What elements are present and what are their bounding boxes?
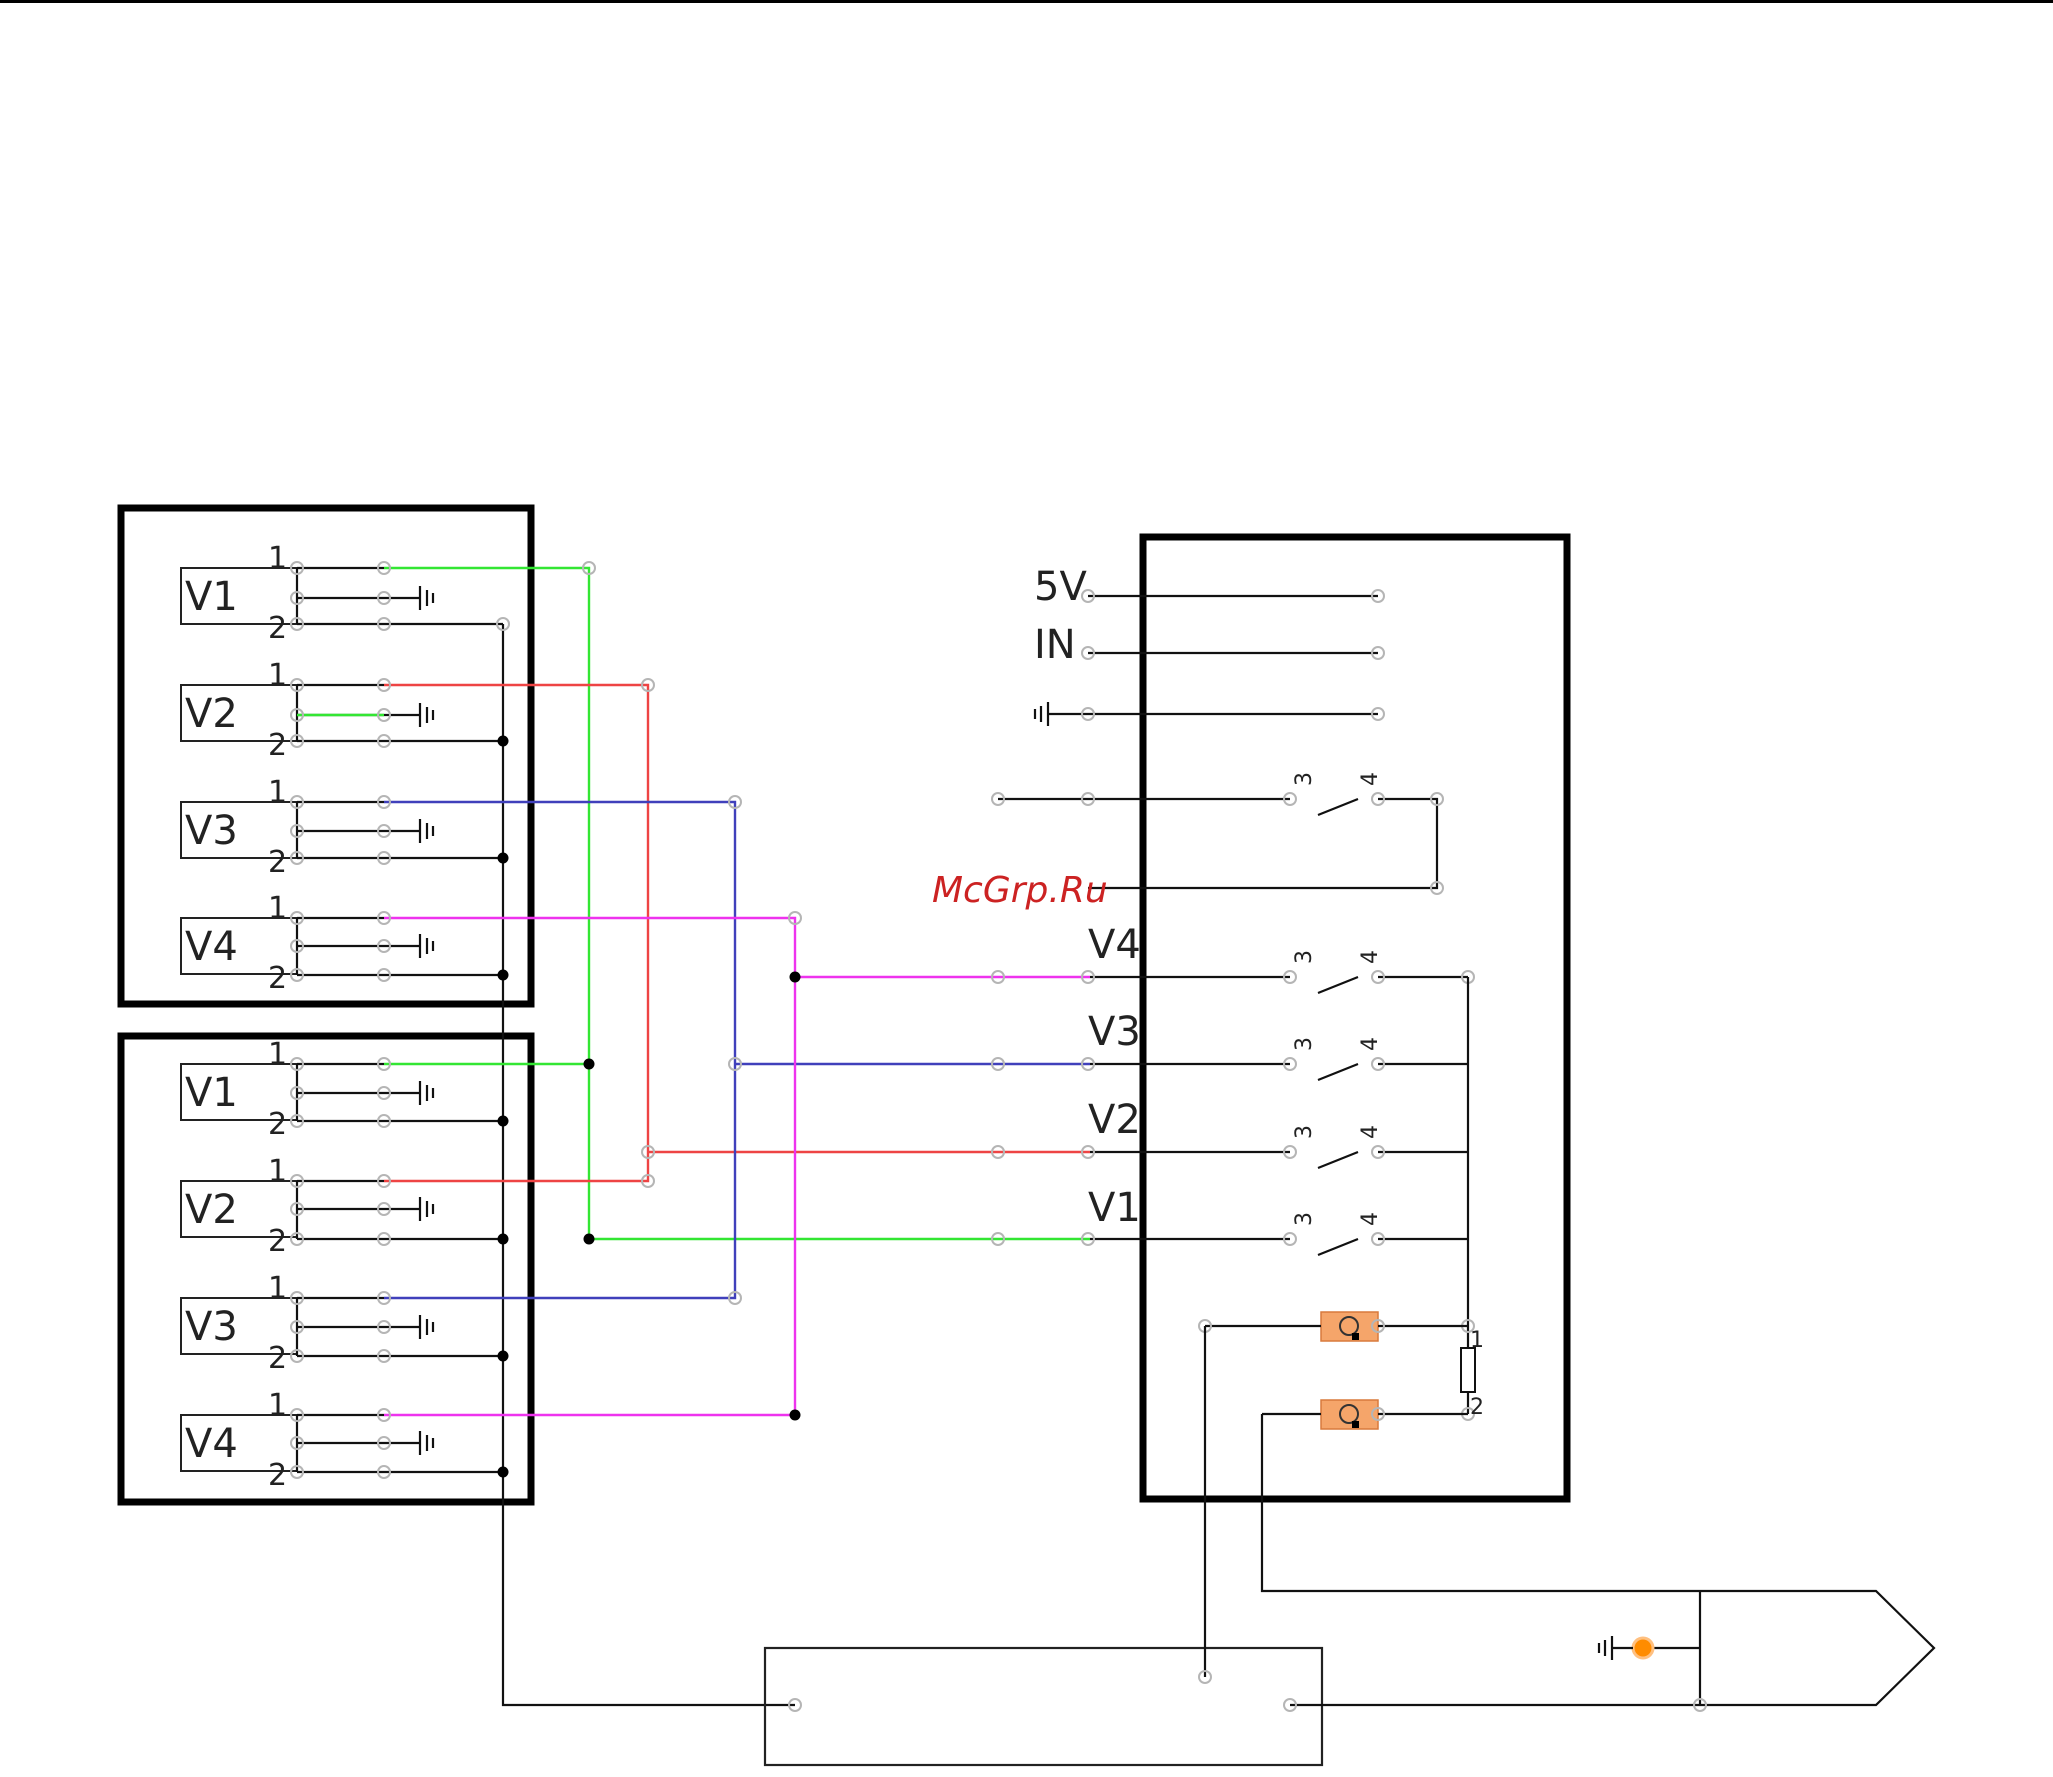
ground-icon [420,586,433,610]
channel-v4: V4 3 4 [992,922,1474,993]
wire-v2 [384,685,1090,1181]
pin-label: 2 [268,961,287,996]
connector-2 [1262,1400,1468,1429]
valve-block-1: V1 1 2 V2 1 2 V3 1 2 V4 1 2 [181,541,297,996]
pin-label: 1 [268,1154,287,1189]
valve-v4: V4 1 2 [181,891,297,996]
valve-label: V2 [185,691,238,737]
switch-pin-4: 4 [1358,772,1383,786]
wire-v4 [384,918,1090,1415]
ground-icon [420,1431,433,1455]
valve-label: V4 [185,1421,238,1467]
controller-inputs: 5V IN [1034,564,1384,726]
indicator-lamp [1599,1636,1700,1660]
channel-label: V4 [1088,922,1141,968]
pin-label: 2 [268,845,287,880]
valve-v3: V3 1 2 [181,1271,297,1376]
ground-icon [1035,702,1088,726]
probe-outline [1694,1591,1934,1711]
pin-label: 2 [268,1458,287,1493]
input-label-5v: 5V [1034,564,1087,610]
fuse: 1 2 [1461,1320,1484,1420]
pin-label: 1 [268,1037,287,1072]
ground-icon [420,819,433,843]
pin-label: 2 [268,1107,287,1142]
pin-label: 2 [268,611,287,646]
ground-icon [420,1081,433,1105]
switch-pin-4: 4 [1358,1037,1383,1051]
channel-label: V1 [1088,1185,1141,1231]
pin-label: 1 [268,775,287,810]
fuse-pin-2: 2 [1470,1395,1484,1420]
ground-icon [420,1197,433,1221]
pin-label: 1 [268,891,287,926]
watermark: McGrp.Ru [932,870,1108,911]
valve-pin-wiring [297,568,503,1472]
terminal-circles [291,562,801,1478]
controller-frame [1143,537,1567,1499]
switch-pin-3: 3 [1292,1212,1317,1226]
pin-label: 1 [268,541,287,576]
fuse-pin-1: 1 [1470,1328,1484,1353]
valve-v3: V3 1 2 [181,775,297,880]
valve-label: V1 [185,574,238,620]
ground-icon [420,1315,433,1339]
valve-v2: V2 1 2 [181,1154,297,1259]
valve-v1: V1 1 2 [181,1037,297,1142]
pin-label: 2 [268,1341,287,1376]
switch-pin-4: 4 [1358,1125,1383,1139]
pin-label: 1 [268,658,287,693]
pin-label: 2 [268,1224,287,1259]
channel-label: V2 [1088,1097,1141,1143]
channel-v1: V1 3 4 [992,1185,1468,1255]
valve-label: V1 [185,1070,238,1116]
valve-label: V3 [185,808,238,854]
ground-icon [1599,1636,1633,1660]
connector-1 [1199,1312,1468,1341]
valve-v4: V4 1 2 [181,1388,297,1493]
pin-label: 1 [268,1271,287,1306]
switch-pin-4: 4 [1358,1212,1383,1226]
power-unit-box [765,1648,1322,1765]
valve-block-1-frame [121,508,531,1004]
valve-block-2-frame [121,1036,531,1502]
valve-v1: V1 1 2 [181,541,297,646]
ground-icon [420,703,433,727]
ground-icon [420,934,433,958]
valve-label: V4 [185,924,238,970]
channel-label: V3 [1088,1009,1141,1055]
switch-pin-3: 3 [1292,1125,1317,1139]
valve-v2: V2 1 2 [181,658,297,763]
valve-label: V2 [185,1187,238,1233]
switch-pin-3: 3 [1292,1037,1317,1051]
ground-icon-group [420,586,433,1455]
switch-pin-4: 4 [1358,950,1383,964]
channel-v3: V3 3 4 [992,1009,1468,1080]
channel-v2: V2 3 4 [992,1097,1468,1168]
valve-block-2: V1 1 2 V2 1 2 V3 1 2 V4 1 2 [181,1037,297,1493]
switch-pin-3: 3 [1292,772,1317,786]
switch-pin-3: 3 [1292,950,1317,964]
pin-label: 1 [268,1388,287,1423]
pin-label: 2 [268,728,287,763]
valve-label: V3 [185,1304,238,1350]
input-label-in: IN [1034,622,1076,668]
